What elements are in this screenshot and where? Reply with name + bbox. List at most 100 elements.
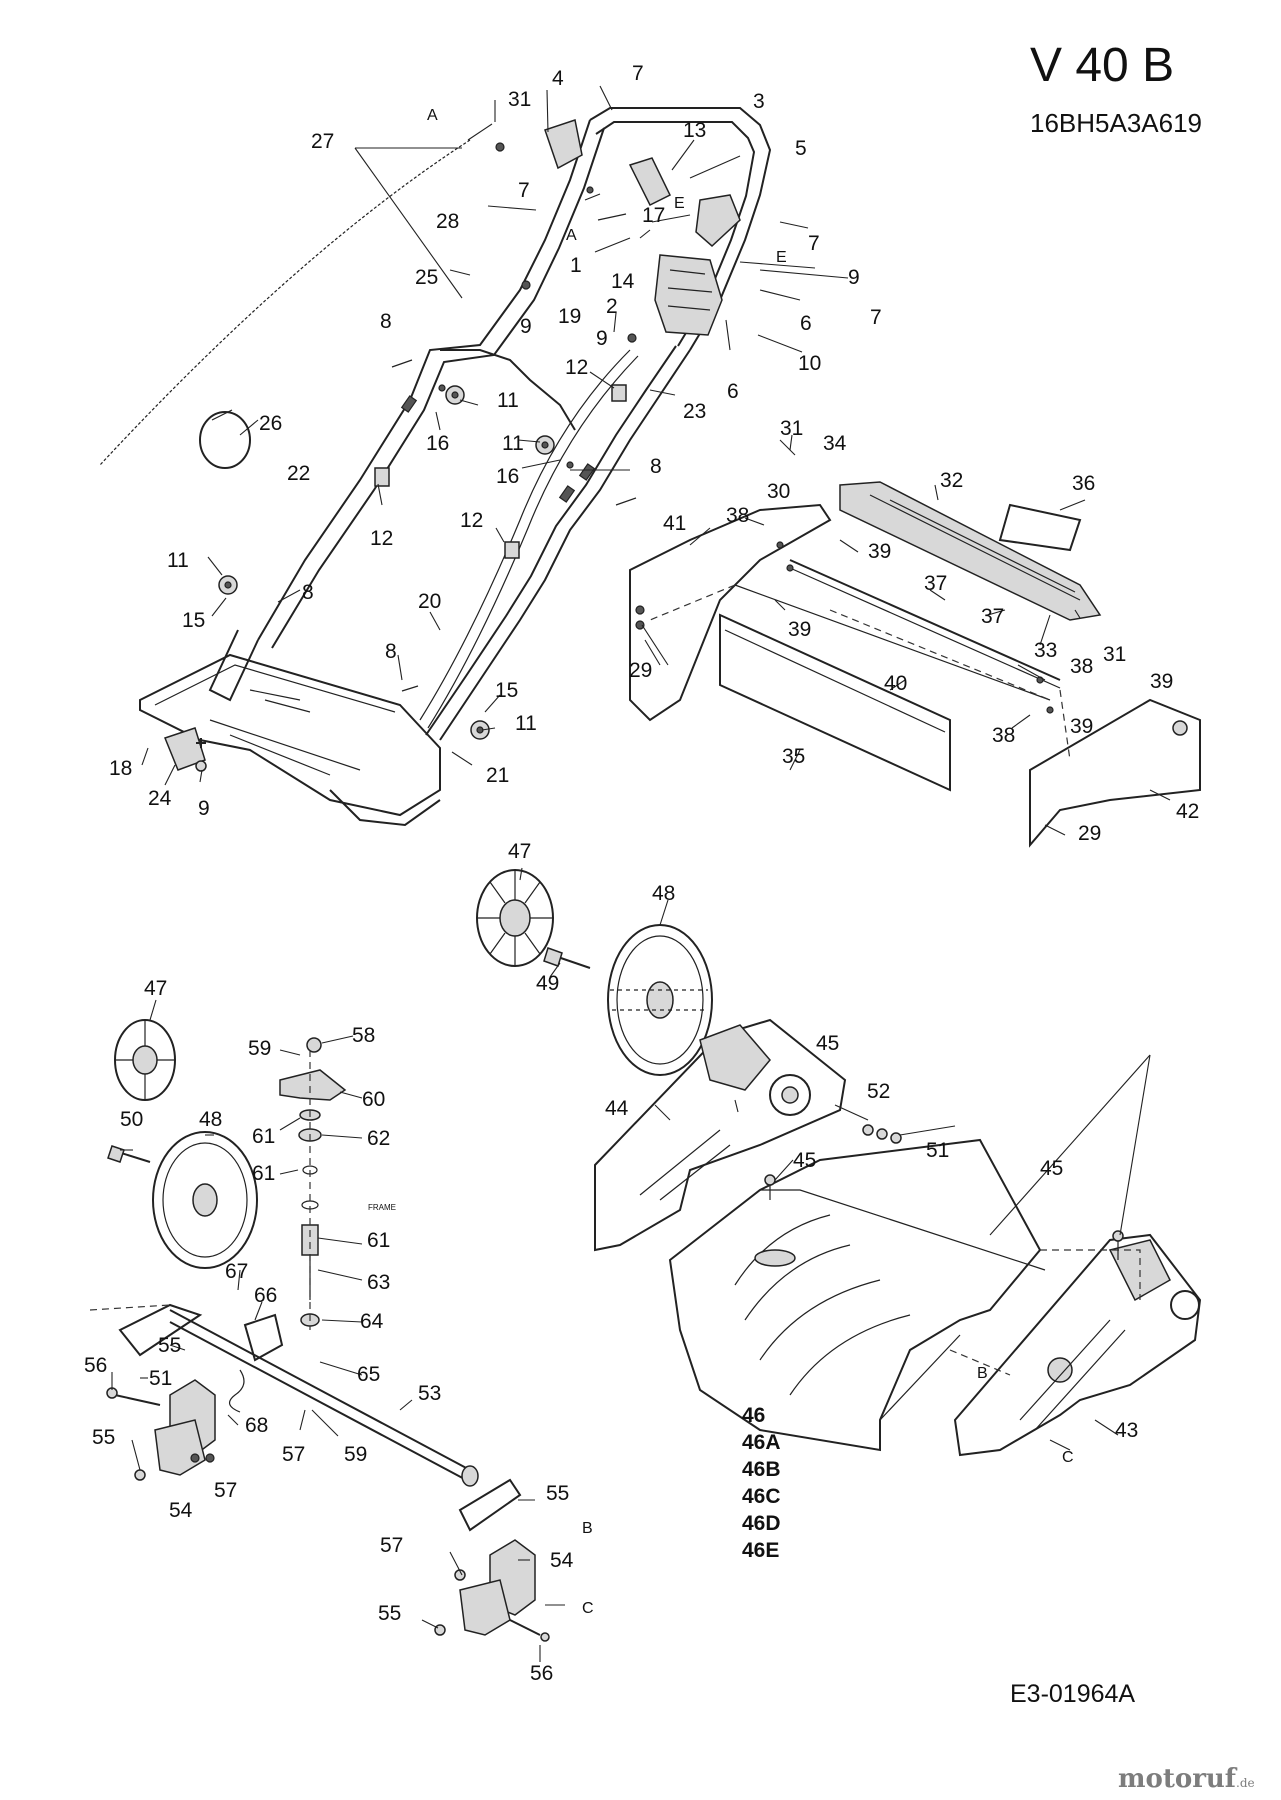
wheel-lower: [107, 1131, 258, 1269]
reference-letters: A A E E B C B C FRAME: [368, 107, 1074, 1617]
watermark-brand: motoruf: [1118, 1764, 1236, 1794]
label-60: 60: [362, 1088, 385, 1111]
switch-box: [544, 119, 741, 336]
label-23: 23: [683, 400, 706, 423]
hubcap-lower: [114, 1019, 176, 1101]
label-38-top: 38: [726, 504, 749, 527]
label-13: 13: [683, 119, 706, 142]
label-55-b: 55: [92, 1426, 115, 1449]
label-38-low: 38: [992, 724, 1015, 747]
label-15-left: 15: [182, 609, 205, 632]
label-9-bottom: 9: [198, 797, 210, 820]
label-55-a: 55: [158, 1334, 181, 1357]
label-48-upper: 48: [652, 882, 675, 905]
label-49: 49: [536, 972, 559, 995]
label-9-mid: 9: [520, 315, 532, 338]
grass-catcher: [629, 481, 1201, 848]
upper-handle: [589, 107, 772, 351]
label-16-upper: 16: [426, 432, 449, 455]
label-11-left: 11: [167, 549, 189, 572]
label-68: 68: [245, 1414, 268, 1437]
label-39-top: 39: [868, 540, 891, 563]
label-22: 22: [287, 462, 310, 485]
axle-block-right: [434, 1539, 550, 1642]
label-20: 20: [418, 590, 441, 613]
label-11-upper: 11: [497, 389, 519, 412]
label-24: 24: [148, 787, 172, 810]
wheel-upper: [543, 924, 713, 1076]
label-25: 25: [415, 266, 438, 289]
label-39-low: 39: [1070, 715, 1093, 738]
label-56-right: 56: [530, 1662, 553, 1685]
label-37-a: 37: [924, 572, 947, 595]
label-4: 4: [552, 67, 564, 90]
label-8-lower: 8: [385, 640, 397, 663]
kit-item-6: 46E: [742, 1539, 779, 1562]
letter-A-lower: A: [566, 227, 577, 244]
label-38-right: 38: [1070, 655, 1093, 678]
label-7-right: 7: [808, 232, 820, 255]
label-10: 10: [798, 352, 821, 375]
axle-block-left: [106, 1379, 216, 1481]
kit-item-2: 46A: [742, 1431, 781, 1454]
label-33: 33: [1034, 639, 1057, 662]
label-64: 64: [360, 1310, 384, 1333]
label-11-lower: 11: [515, 712, 537, 735]
hardware-handle: [195, 142, 637, 772]
label-45-top: 45: [816, 1032, 839, 1055]
label-18: 18: [109, 757, 132, 780]
label-67: 67: [225, 1260, 248, 1283]
label-55-d: 55: [378, 1602, 401, 1625]
label-14: 14: [611, 270, 635, 293]
label-51-left: 51: [149, 1367, 172, 1390]
drawing-number: E3-01964A: [1010, 1680, 1136, 1708]
label-63: 63: [367, 1271, 390, 1294]
label-35: 35: [782, 745, 805, 768]
label-7-mid: 7: [518, 179, 530, 202]
label-12-mid: 12: [460, 509, 483, 532]
label-57-a: 57: [282, 1443, 305, 1466]
label-39-mid: 39: [788, 618, 811, 641]
label-11-mid: 11: [502, 432, 524, 455]
label-31-lower: 31: [1103, 643, 1126, 666]
label-19: 19: [558, 305, 581, 328]
label-44: 44: [605, 1097, 629, 1120]
label-32: 32: [940, 469, 963, 492]
label-62: 62: [367, 1127, 390, 1150]
label-26: 26: [259, 412, 282, 435]
label-47-lower: 47: [144, 977, 167, 1000]
label-59-lower: 59: [344, 1443, 367, 1466]
letter-E-lower: E: [776, 249, 787, 266]
kit-item-1: 46: [742, 1404, 765, 1427]
label-15-lower: 15: [495, 679, 518, 702]
label-42: 42: [1176, 800, 1199, 823]
label-52: 52: [867, 1080, 890, 1103]
label-45-mid: 45: [793, 1149, 816, 1172]
label-37-b: 37: [981, 605, 1004, 628]
label-2: 2: [606, 295, 618, 318]
label-41: 41: [663, 512, 686, 535]
label-57-c: 57: [380, 1534, 403, 1557]
label-31-right: 31: [780, 417, 803, 440]
label-53: 53: [418, 1382, 441, 1405]
rear-axle: [89, 1303, 522, 1532]
deck-frame: [139, 653, 441, 827]
label-8-left: 8: [302, 581, 314, 604]
letter-A-upper: A: [427, 107, 438, 124]
label-50: 50: [120, 1108, 143, 1131]
label-43: 43: [1115, 1419, 1138, 1442]
letter-B-deck: B: [977, 1365, 988, 1382]
label-65: 65: [357, 1363, 380, 1386]
mower-deck: [594, 1018, 1202, 1457]
label-27: 27: [311, 130, 334, 153]
label-12-upper: 12: [565, 356, 588, 379]
label-48-lower: 48: [199, 1108, 222, 1131]
label-7-far: 7: [870, 306, 882, 329]
part-labels: 27 31 4 7 3 13 5 7 28 17 7 1 25 14 9 2 1…: [84, 62, 1199, 1685]
label-6-upper: 6: [800, 312, 812, 335]
height-adjust-stack: [279, 1037, 347, 1330]
label-1: 1: [570, 254, 582, 277]
label-47-upper: 47: [508, 840, 531, 863]
label-34: 34: [823, 432, 847, 455]
